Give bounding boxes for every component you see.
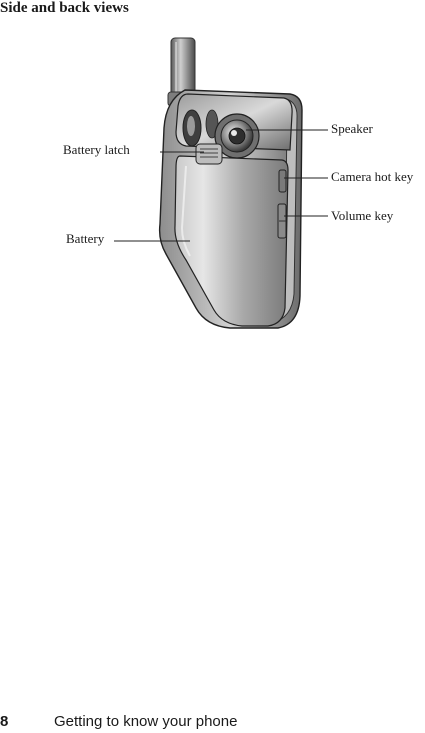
page-footer: 8 Getting to know your phone (0, 712, 425, 732)
phone-body (158, 89, 303, 329)
callout-lines (114, 129, 328, 242)
running-title: Getting to know your phone (54, 713, 238, 730)
page-number: 8 (0, 713, 9, 730)
section-title: Side and back views (0, 0, 129, 16)
callout-battery-latch: Battery latch (63, 142, 130, 157)
callout-camera-hot-key: Camera hot key (331, 169, 414, 184)
callout-volume-key: Volume key (331, 208, 394, 223)
callout-battery: Battery (66, 231, 105, 246)
phone-illustration (114, 37, 328, 329)
camera-hot-key-part (278, 169, 287, 193)
callout-speaker: Speaker (331, 121, 373, 136)
battery-latch-part (195, 143, 223, 165)
phone-figure: Speaker Camera hot key Volume key Batter… (0, 28, 425, 338)
